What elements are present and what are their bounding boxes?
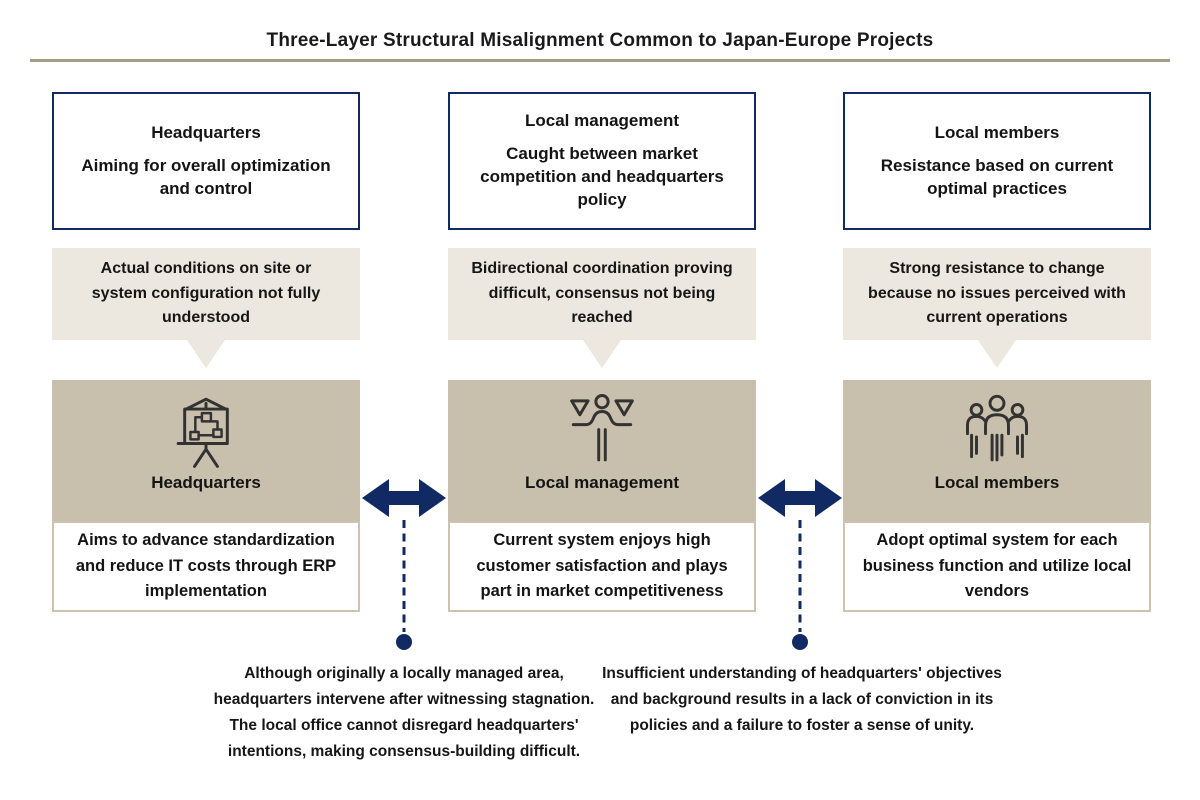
bubble-tail (187, 340, 225, 368)
double-arrow-icon (758, 479, 842, 517)
speech-bubble-local-management: Bidirectional coordination proving diffi… (448, 248, 756, 368)
header-box-local-members: Local members Resistance based on curren… (843, 92, 1151, 230)
annotation-hq-localmgmt: Although originally a locally managed ar… (213, 665, 595, 760)
actor-label: Local management (525, 473, 679, 492)
actor-label: Headquarters (151, 473, 261, 492)
double-arrow-icon (362, 479, 446, 517)
people-group-icon (956, 391, 1038, 473)
header-title: Local management (525, 111, 679, 131)
title-rule (30, 59, 1170, 62)
speech-bubble-headquarters: Actual conditions on site or system conf… (52, 248, 360, 368)
bubble-tail (978, 340, 1016, 368)
connector-dot (792, 634, 808, 650)
header-subtitle: Aiming for overall optimization and cont… (81, 155, 331, 198)
speech-bubble-local-members: Strong resistance to change because no i… (843, 248, 1151, 368)
column-headquarters: Headquarters Aiming for overall optimiza… (52, 92, 360, 616)
header-box-local-management: Local management Caught between market c… (448, 92, 756, 230)
header-title: Local members (934, 122, 1060, 142)
annotation-localmgmt-members: Insufficient understanding of headquarte… (602, 665, 1002, 734)
bubble-text: Bidirectional coordination proving diffi… (448, 248, 756, 340)
header-subtitle: Caught between market competition and he… (480, 144, 724, 210)
bubble-text: Strong resistance to change because no i… (843, 248, 1151, 340)
bubble-tail (583, 340, 621, 368)
person-balancing-icon (561, 391, 643, 473)
actor-box-local-members: Local members (843, 380, 1151, 521)
column-local-members: Local members Resistance based on curren… (843, 92, 1151, 616)
bubble-text: Actual conditions on site or system conf… (52, 248, 360, 340)
header-subtitle: Resistance based on current optimal prac… (880, 155, 1114, 198)
connector-hq-localmgmt (360, 479, 448, 655)
connector-localmgmt-members (756, 479, 844, 655)
actor-box-headquarters: Headquarters (52, 380, 360, 521)
header-title: Headquarters (151, 122, 261, 142)
header-box-headquarters: Headquarters Aiming for overall optimiza… (52, 92, 360, 230)
page-title: Three-Layer Structural Misalignment Comm… (266, 30, 934, 51)
actor-label: Local members (934, 473, 1060, 492)
actor-box-local-management: Local management (448, 380, 756, 521)
detail-box-headquarters: Aims to advance standardization and redu… (52, 521, 360, 612)
detail-box-local-members: Adopt optimal system for each business f… (843, 521, 1151, 612)
detail-box-local-management: Current system enjoys high customer sati… (448, 521, 756, 612)
column-local-management: Local management Caught between market c… (448, 92, 756, 616)
connector-dot (396, 634, 412, 650)
easel-orgchart-icon (165, 391, 247, 473)
